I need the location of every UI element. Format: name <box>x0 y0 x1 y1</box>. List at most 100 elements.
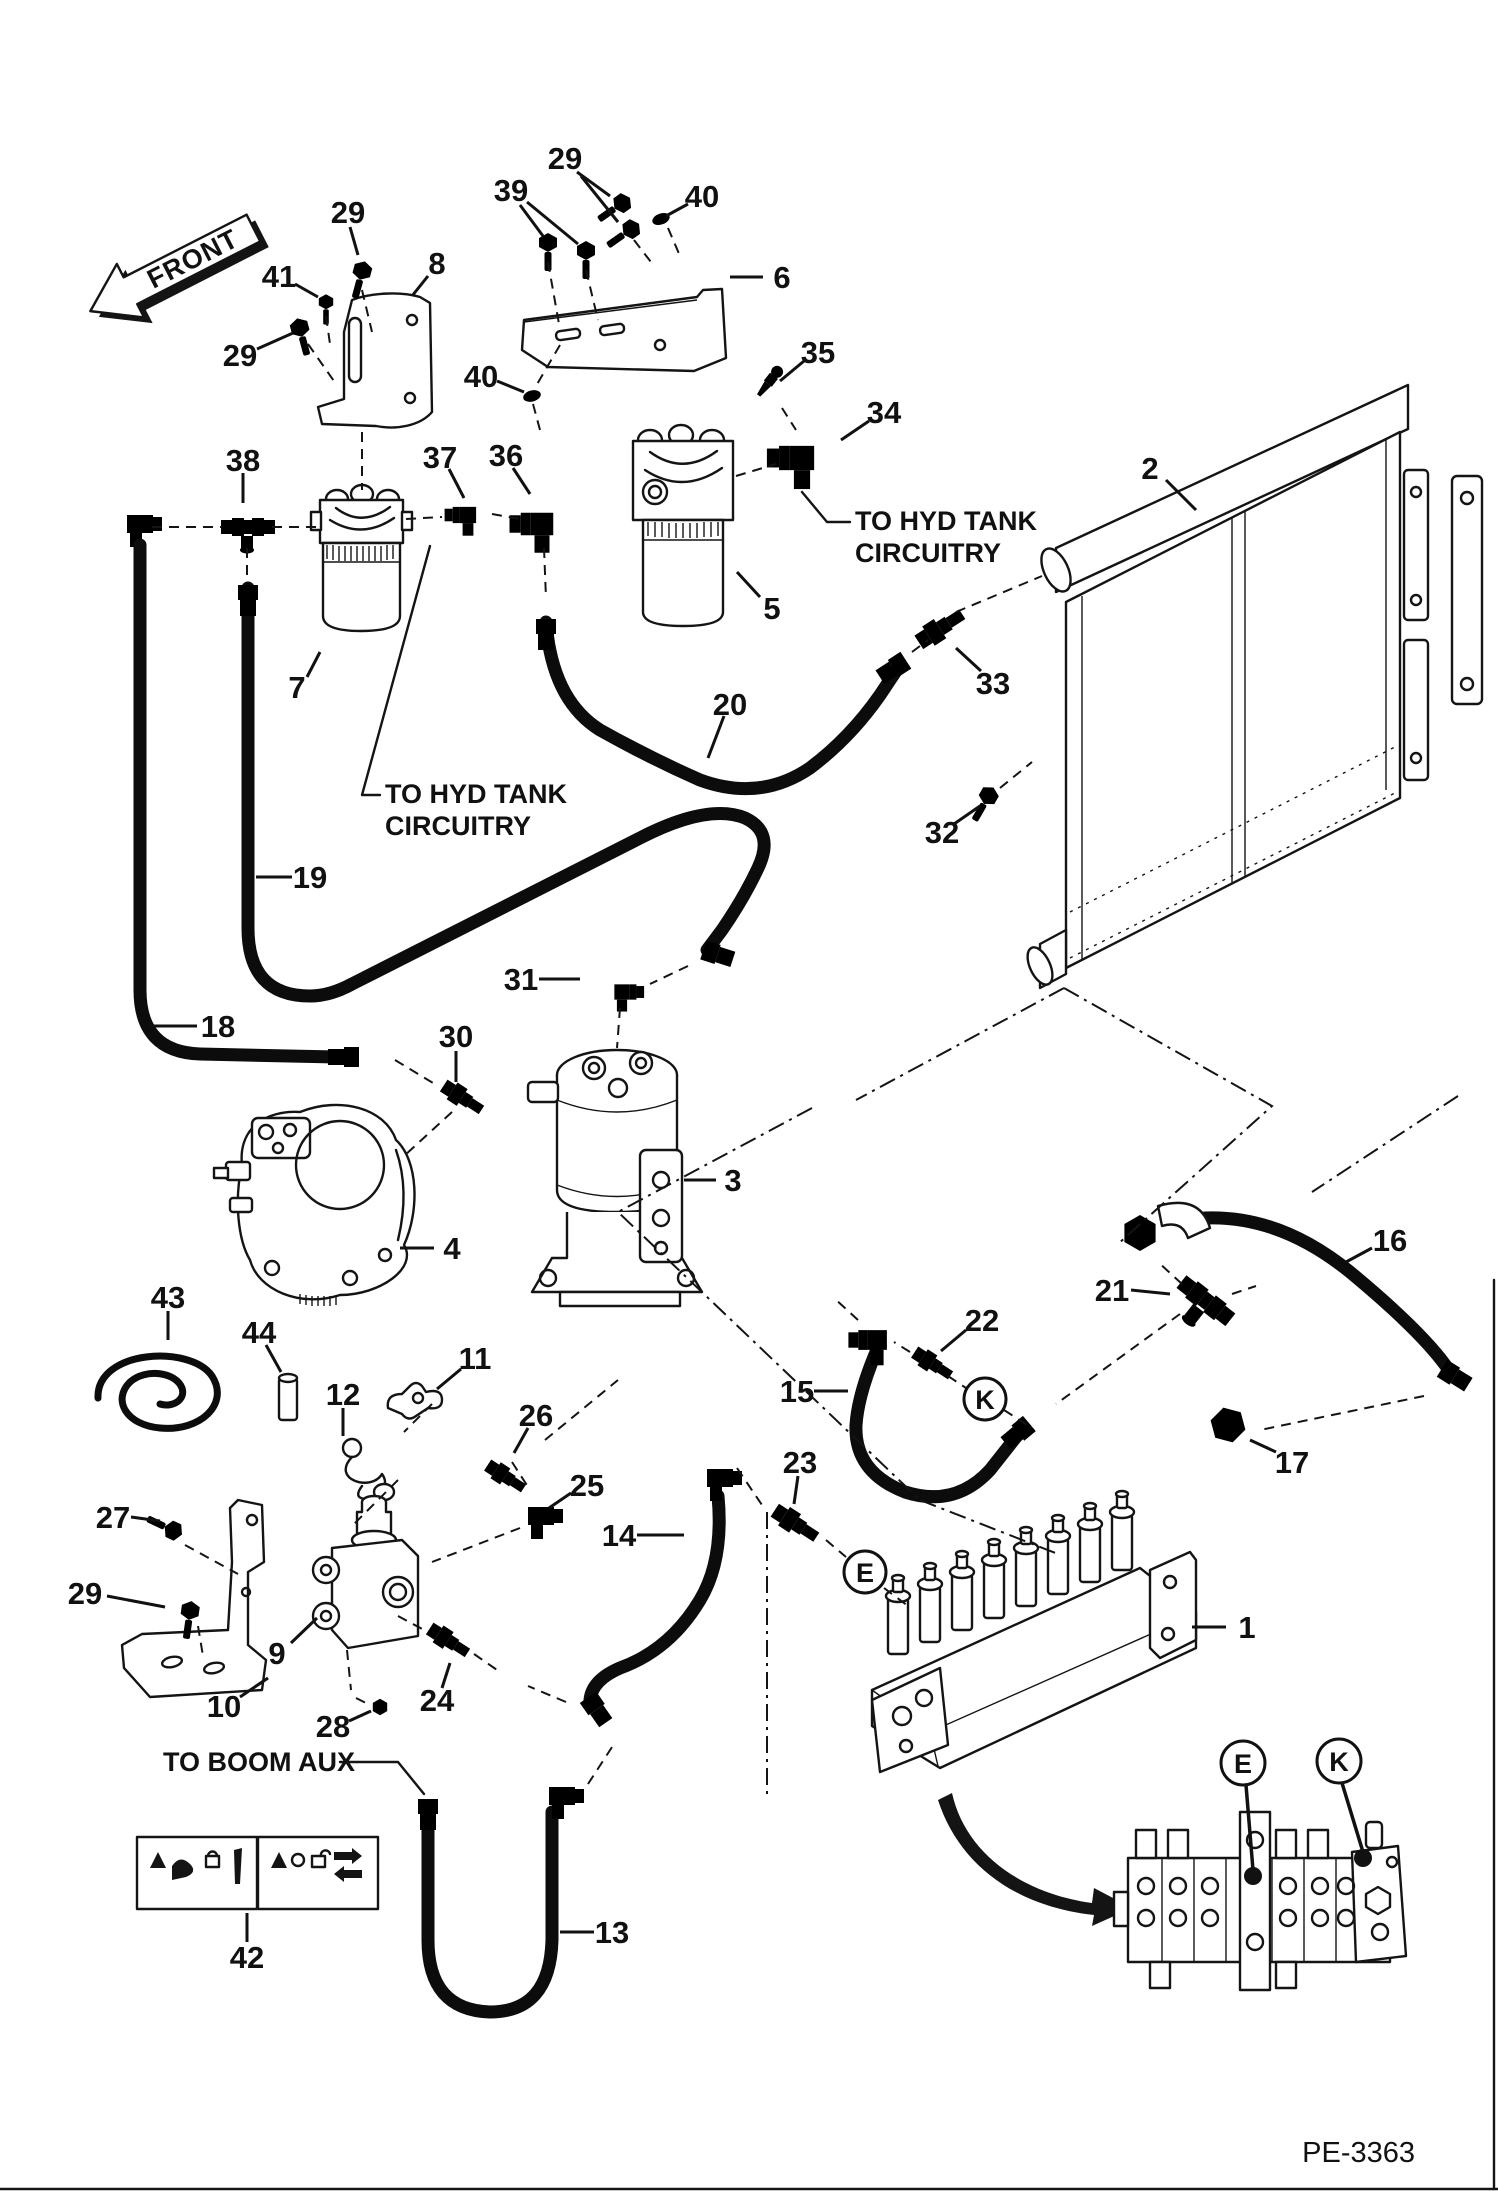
hyd-tank-note-b-line2: CIRCUITRY <box>385 811 531 841</box>
part-callout-39: 39 <box>494 173 528 208</box>
marker-circle <box>1315 1737 1363 1785</box>
part-callout-3: 3 <box>724 1163 741 1198</box>
bracket-10 <box>120 1498 268 1699</box>
part-callout-11: 11 <box>459 1341 492 1376</box>
part-callout-1: 1 <box>1238 1610 1255 1645</box>
callout-leader-29 <box>256 331 294 351</box>
part-callout-27: 27 <box>96 1500 130 1535</box>
part-callout-9: 9 <box>268 1636 285 1671</box>
swivel-joint-3 <box>526 1048 704 1308</box>
boom-aux-note: TO BOOM AUX <box>163 1747 355 1777</box>
part-callout-37: 37 <box>423 440 457 475</box>
part-callout-16: 16 <box>1373 1223 1407 1258</box>
part-callout-24: 24 <box>420 1683 455 1718</box>
part-callout-38: 38 <box>226 443 260 478</box>
part-callout-18: 18 <box>201 1009 235 1044</box>
part-callout-14: 14 <box>602 1518 637 1553</box>
callout-leader-40 <box>665 202 689 218</box>
callout-leader-35 <box>779 359 805 383</box>
port-marker-E: E <box>1219 1739 1267 1885</box>
pump-4 <box>212 1103 416 1306</box>
part-callout-21: 21 <box>1095 1273 1129 1308</box>
callout-leader-25 <box>548 1491 572 1510</box>
hose-20 <box>539 615 905 796</box>
bracket-8 <box>316 292 434 429</box>
part-callout-20: 20 <box>713 687 747 722</box>
part-callout-30: 30 <box>439 1019 473 1054</box>
callout-leader-28 <box>348 1709 372 1723</box>
part-callout-29: 29 <box>68 1576 102 1611</box>
marker-letter: K <box>975 1385 995 1415</box>
part-callout-41: 41 <box>262 259 296 294</box>
part-callout-35: 35 <box>801 335 835 370</box>
hose-13-fitting <box>418 1799 438 1830</box>
part-callout-43: 43 <box>151 1280 185 1315</box>
callout-leader-2 <box>1164 478 1198 512</box>
figure-code: PE-3363 <box>1302 2137 1415 2169</box>
callout-leader-9 <box>289 1616 319 1645</box>
hose-13-elbow <box>549 1787 584 1819</box>
nut-28 <box>372 1698 388 1716</box>
fitting-24 <box>424 1620 473 1662</box>
callout-leader-5 <box>735 570 762 599</box>
callout-leader-16 <box>1345 1246 1373 1264</box>
part-callout-15: 15 <box>780 1374 814 1409</box>
callout-leader-8 <box>410 275 430 297</box>
hose-20-fitting <box>536 619 556 650</box>
decal-42 <box>135 1835 380 1911</box>
port-markers: K E E K <box>842 1376 1372 1885</box>
part-callout-26: 26 <box>519 1398 553 1433</box>
part-callout-34: 34 <box>867 395 902 430</box>
hose-18 <box>133 538 343 1064</box>
annotation-leaders <box>338 490 852 1796</box>
hose-13 <box>421 1805 559 2019</box>
part-callout-7: 7 <box>288 670 305 705</box>
callout-leader-26 <box>512 1427 530 1454</box>
marker-pointer <box>1340 1782 1365 1853</box>
coil-43 <box>94 1352 221 1432</box>
elbow-31 <box>614 984 645 1012</box>
filter-7 <box>309 483 414 633</box>
marker-pointer <box>1244 1784 1255 1871</box>
part-callout-40: 40 <box>464 359 498 394</box>
callout-leader-29 <box>579 175 620 223</box>
callout-leader-21 <box>1130 1288 1171 1296</box>
callout-leader-24 <box>440 1662 452 1689</box>
part-callout-42: 42 <box>230 1940 264 1975</box>
part-callout-29: 29 <box>548 141 582 176</box>
cap-12 <box>341 1437 396 1502</box>
elbow-34 <box>766 445 815 490</box>
hyd-tank-note-a-line1: TO HYD TANK <box>855 506 1038 536</box>
hose-16-elbow <box>1156 1201 1212 1240</box>
sensor-35 <box>748 363 786 406</box>
marker-circle <box>1219 1739 1267 1787</box>
part-callout-10: 10 <box>207 1689 241 1724</box>
part-callout-6: 6 <box>773 260 790 295</box>
callout-leader-23 <box>792 1475 800 1505</box>
callout-leader-33 <box>954 646 983 673</box>
assembly-dashes <box>152 227 1425 1785</box>
port-marker-K: K <box>962 1376 1008 1422</box>
marker-letter: E <box>856 1558 874 1588</box>
part-callout-44: 44 <box>242 1315 277 1350</box>
callout-leader-39 <box>518 204 545 237</box>
hose-15 <box>849 1345 1027 1504</box>
fitting-23 <box>768 1500 823 1547</box>
part-callout-2: 2 <box>1141 451 1158 486</box>
hose-18-fitting <box>328 1047 359 1067</box>
fitting-33 <box>912 604 969 653</box>
callout-leader-7 <box>305 651 322 678</box>
port-marker-K: K <box>1315 1737 1372 1867</box>
callout-leader-39 <box>526 200 579 246</box>
washer-40 <box>521 388 543 404</box>
hose-19-fitting <box>238 585 258 616</box>
bolt-29 <box>602 216 645 253</box>
part-callout-33: 33 <box>976 666 1010 701</box>
part-callout-40: 40 <box>685 179 719 214</box>
marker-letter: E <box>1234 1749 1252 1779</box>
hyd-tank-note-b-line1: TO HYD TANK <box>385 779 568 809</box>
control-valve-1 <box>870 1489 1198 1774</box>
elbow-25 <box>528 1507 563 1539</box>
